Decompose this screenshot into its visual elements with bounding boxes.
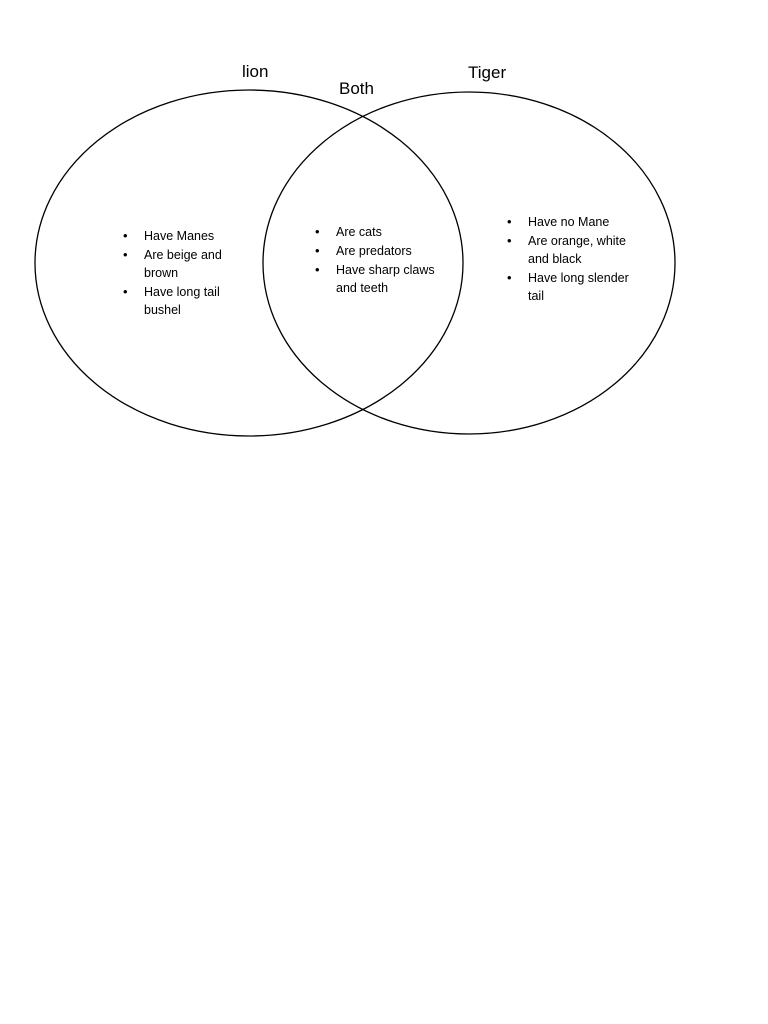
list-item: • Are orange, white and black (505, 232, 640, 268)
list-item-text: Have Manes (144, 229, 215, 243)
list-item: • Are predators (313, 242, 438, 260)
list-item: • Have sharp claws and teeth (313, 261, 438, 297)
list-item: • Have long slender tail (505, 269, 640, 305)
list-item: • Are cats (313, 223, 438, 241)
bullet-icon: • (507, 233, 512, 248)
bullet-icon: • (507, 270, 512, 285)
list-item-text: Are cats (336, 225, 382, 239)
tiger-traits-list: • Have no Mane • Are orange, white and b… (505, 213, 640, 306)
bullet-icon: • (315, 224, 320, 239)
lion-title: lion (242, 62, 269, 81)
list-item-text: Have no Mane (528, 215, 610, 229)
list-item: • Have no Mane (505, 213, 640, 231)
bullet-icon: • (123, 247, 128, 262)
list-item-text: Have long tail bushel (144, 285, 220, 317)
list-item: • Have Manes (121, 227, 241, 245)
lion-traits-list: • Have Manes • Are beige and brown • Hav… (121, 227, 241, 320)
list-item: • Are beige and brown (121, 246, 241, 282)
lion-circle (34, 89, 464, 437)
tiger-title: Tiger (468, 63, 507, 82)
list-item-text: Are orange, white and black (528, 234, 626, 266)
tiger-circle (262, 91, 676, 435)
list-item: • Have long tail bushel (121, 283, 241, 319)
bullet-icon: • (315, 262, 320, 277)
bullet-icon: • (507, 214, 512, 229)
bullet-icon: • (123, 284, 128, 299)
both-title: Both (339, 79, 374, 98)
bullet-icon: • (123, 228, 128, 243)
list-item-text: Are beige and brown (144, 248, 222, 280)
bullet-icon: • (315, 243, 320, 258)
list-item-text: Have long slender tail (528, 271, 629, 303)
list-item-text: Have sharp claws and teeth (336, 263, 435, 295)
list-item-text: Are predators (336, 244, 412, 258)
shared-traits-list: • Are cats • Are predators • Have sharp … (313, 223, 438, 298)
